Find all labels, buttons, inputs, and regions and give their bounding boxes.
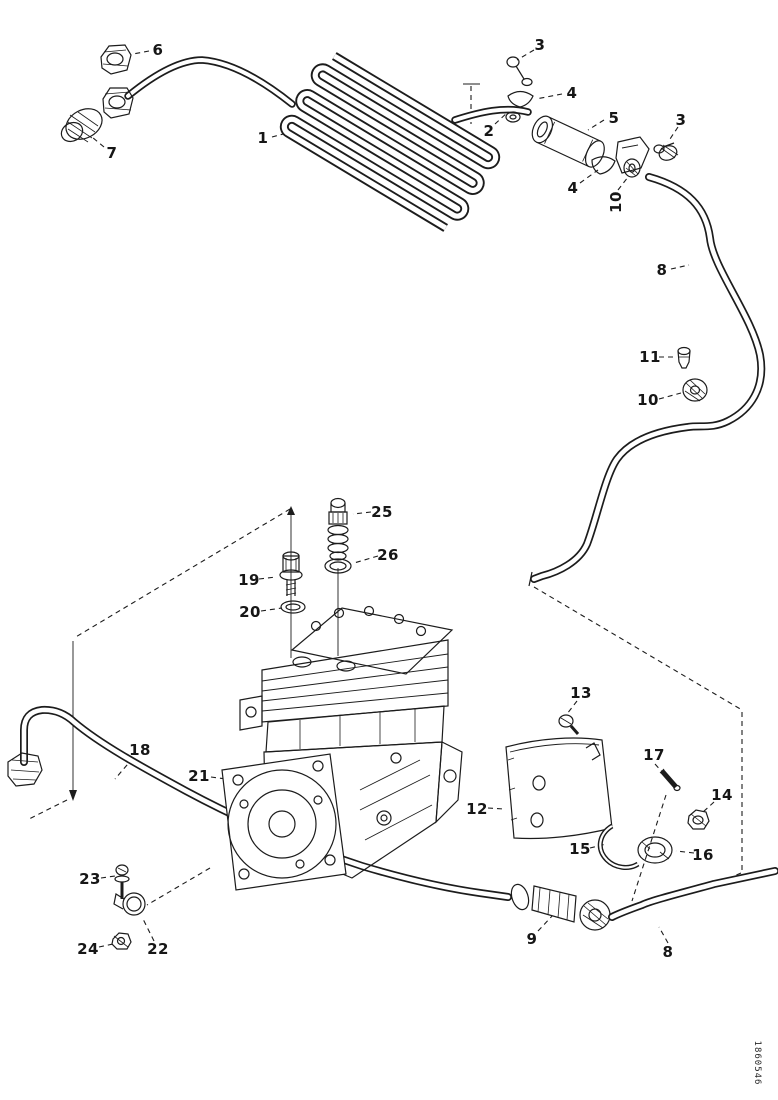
- callout-10-vertical: 10: [607, 191, 625, 213]
- callout-10-right: 10: [637, 391, 659, 409]
- part-bracket-top: [615, 136, 679, 174]
- part-fitting-9: [510, 883, 611, 931]
- part-nut-14: [687, 809, 710, 830]
- part-plug-7: [60, 108, 103, 143]
- callout-16: 16: [692, 846, 714, 864]
- part-plate-12: [505, 737, 613, 840]
- part-hose-5: [531, 115, 605, 168]
- callout-12: 12: [466, 800, 488, 818]
- part-tube-8-lower: [608, 867, 778, 921]
- part-pipe-18: [7, 705, 512, 901]
- part-elbow-fitting: [102, 87, 134, 119]
- callout-1: 1: [257, 129, 269, 147]
- callout-15: 15: [569, 840, 591, 858]
- part-plug-11: [677, 346, 691, 369]
- callout-9: 9: [526, 930, 538, 948]
- part-screw-3-right: [653, 142, 675, 154]
- callout-14: 14: [711, 786, 733, 804]
- part-valve-25: [327, 497, 349, 561]
- callout-4-top: 4: [566, 84, 578, 102]
- callout-7: 7: [106, 144, 118, 162]
- alignment-lines: [26, 83, 743, 906]
- callout-3-right: 3: [675, 111, 687, 129]
- part-nut-24: [111, 932, 132, 950]
- part-fitting-19: [279, 551, 303, 596]
- part-flare-nut-6: [100, 44, 132, 75]
- callout-4-mid: 4: [567, 179, 579, 197]
- part-compressor-21: [221, 605, 463, 891]
- callout-5: 5: [608, 109, 620, 127]
- callout-19: 19: [238, 571, 260, 589]
- figure-number: 1860546: [752, 1040, 762, 1086]
- part-tube-8-upper: [528, 173, 766, 587]
- part-grommet-10-top: [623, 158, 641, 178]
- callout-17: 17: [643, 746, 665, 764]
- part-clamp-half-4-top: [505, 90, 534, 123]
- callout-2: 2: [483, 122, 495, 140]
- part-ring-16: [637, 836, 673, 864]
- callout-25: 25: [371, 503, 393, 521]
- callout-3-top: 3: [534, 36, 546, 54]
- part-ring-20: [280, 600, 306, 614]
- callout-8-bottom: 8: [662, 943, 674, 961]
- part-bolt-13: [558, 714, 580, 735]
- part-coiled-pipe: [124, 52, 532, 232]
- callout-24: 24: [77, 940, 99, 958]
- callout-21: 21: [188, 767, 210, 785]
- part-clamp-half-4-mid: [591, 156, 616, 175]
- callout-13: 13: [570, 684, 592, 702]
- callout-20: 20: [239, 603, 261, 621]
- part-clamp-22: [113, 892, 146, 916]
- part-clamp-15: [597, 823, 640, 870]
- callout-8-top: 8: [656, 261, 668, 279]
- callout-6: 6: [152, 41, 164, 59]
- callout-23: 23: [79, 870, 101, 888]
- callout-26: 26: [377, 546, 399, 564]
- part-grommet-10-right: [682, 378, 708, 402]
- part-stud-17: [659, 768, 681, 792]
- part-ring-26: [324, 558, 352, 574]
- callout-22: 22: [147, 940, 169, 958]
- part-screw-3-top: [506, 56, 533, 87]
- callout-11: 11: [639, 348, 661, 366]
- part-screw-23: [114, 864, 130, 899]
- callout-18: 18: [129, 741, 151, 759]
